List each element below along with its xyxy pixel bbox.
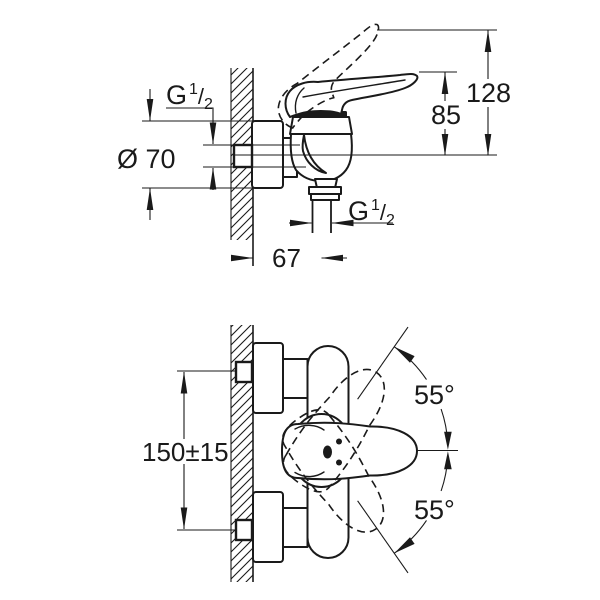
outlet-ring-upper [308,186,342,195]
lever-solid-side-view [284,73,419,118]
dim-diameter-70: Ø 70 [117,89,176,220]
dim128-label: 128 [466,78,511,108]
swivel-up-label: 55° [414,380,455,410]
angle-leg-down [357,500,409,574]
swivel-down-label: 55° [414,495,455,525]
lever-top-shade [294,424,325,431]
dim85-label: 85 [431,100,461,130]
upper-inlet-square [234,360,254,384]
lever-bottom-shade [294,471,325,478]
lever-hole-lower [336,459,342,466]
dim67-label: 67 [272,243,301,273]
lever-rear-contour [294,87,305,114]
outlet-ring-lower [310,193,340,201]
dim-128: 128 [466,30,511,156]
mixer-body-side-view [289,133,353,182]
inlet-square-top-view [232,143,254,169]
upper-escutcheon [252,342,284,414]
body-highlight-blade [301,134,327,174]
arc-arrow-top [394,346,415,363]
dim-67: 67 [231,243,347,273]
arc-seg-1 [393,346,427,380]
lever-hole-upper [336,438,342,445]
lever-crease-line [302,79,406,98]
lever-solid-front-view [281,421,418,481]
shower-outlet [308,178,342,233]
dim-85: 85 [431,72,461,156]
inlet-thread-leader [166,107,217,145]
upper-union-nut [282,358,309,399]
dim150-label: 150±15 [142,437,229,467]
angle-leg-up [357,326,409,400]
wall-hatch-front [231,325,253,582]
angle-arc [393,346,452,554]
lower-inlet-square [234,518,254,542]
temp-indicator-dot [323,445,332,459]
arc-arrow-center-down [444,431,452,450]
arc-arrow-bottom [394,537,415,554]
arc-arrow-center-up [444,451,452,470]
dim-connection-distance: 150±15 [142,371,229,530]
arc-seg-4 [393,520,427,554]
lower-escutcheon [252,491,284,563]
diameter-label: Ø 70 [117,144,176,174]
front-view: 150±15 55° 55° [142,325,458,582]
lower-union-nut [282,507,309,548]
